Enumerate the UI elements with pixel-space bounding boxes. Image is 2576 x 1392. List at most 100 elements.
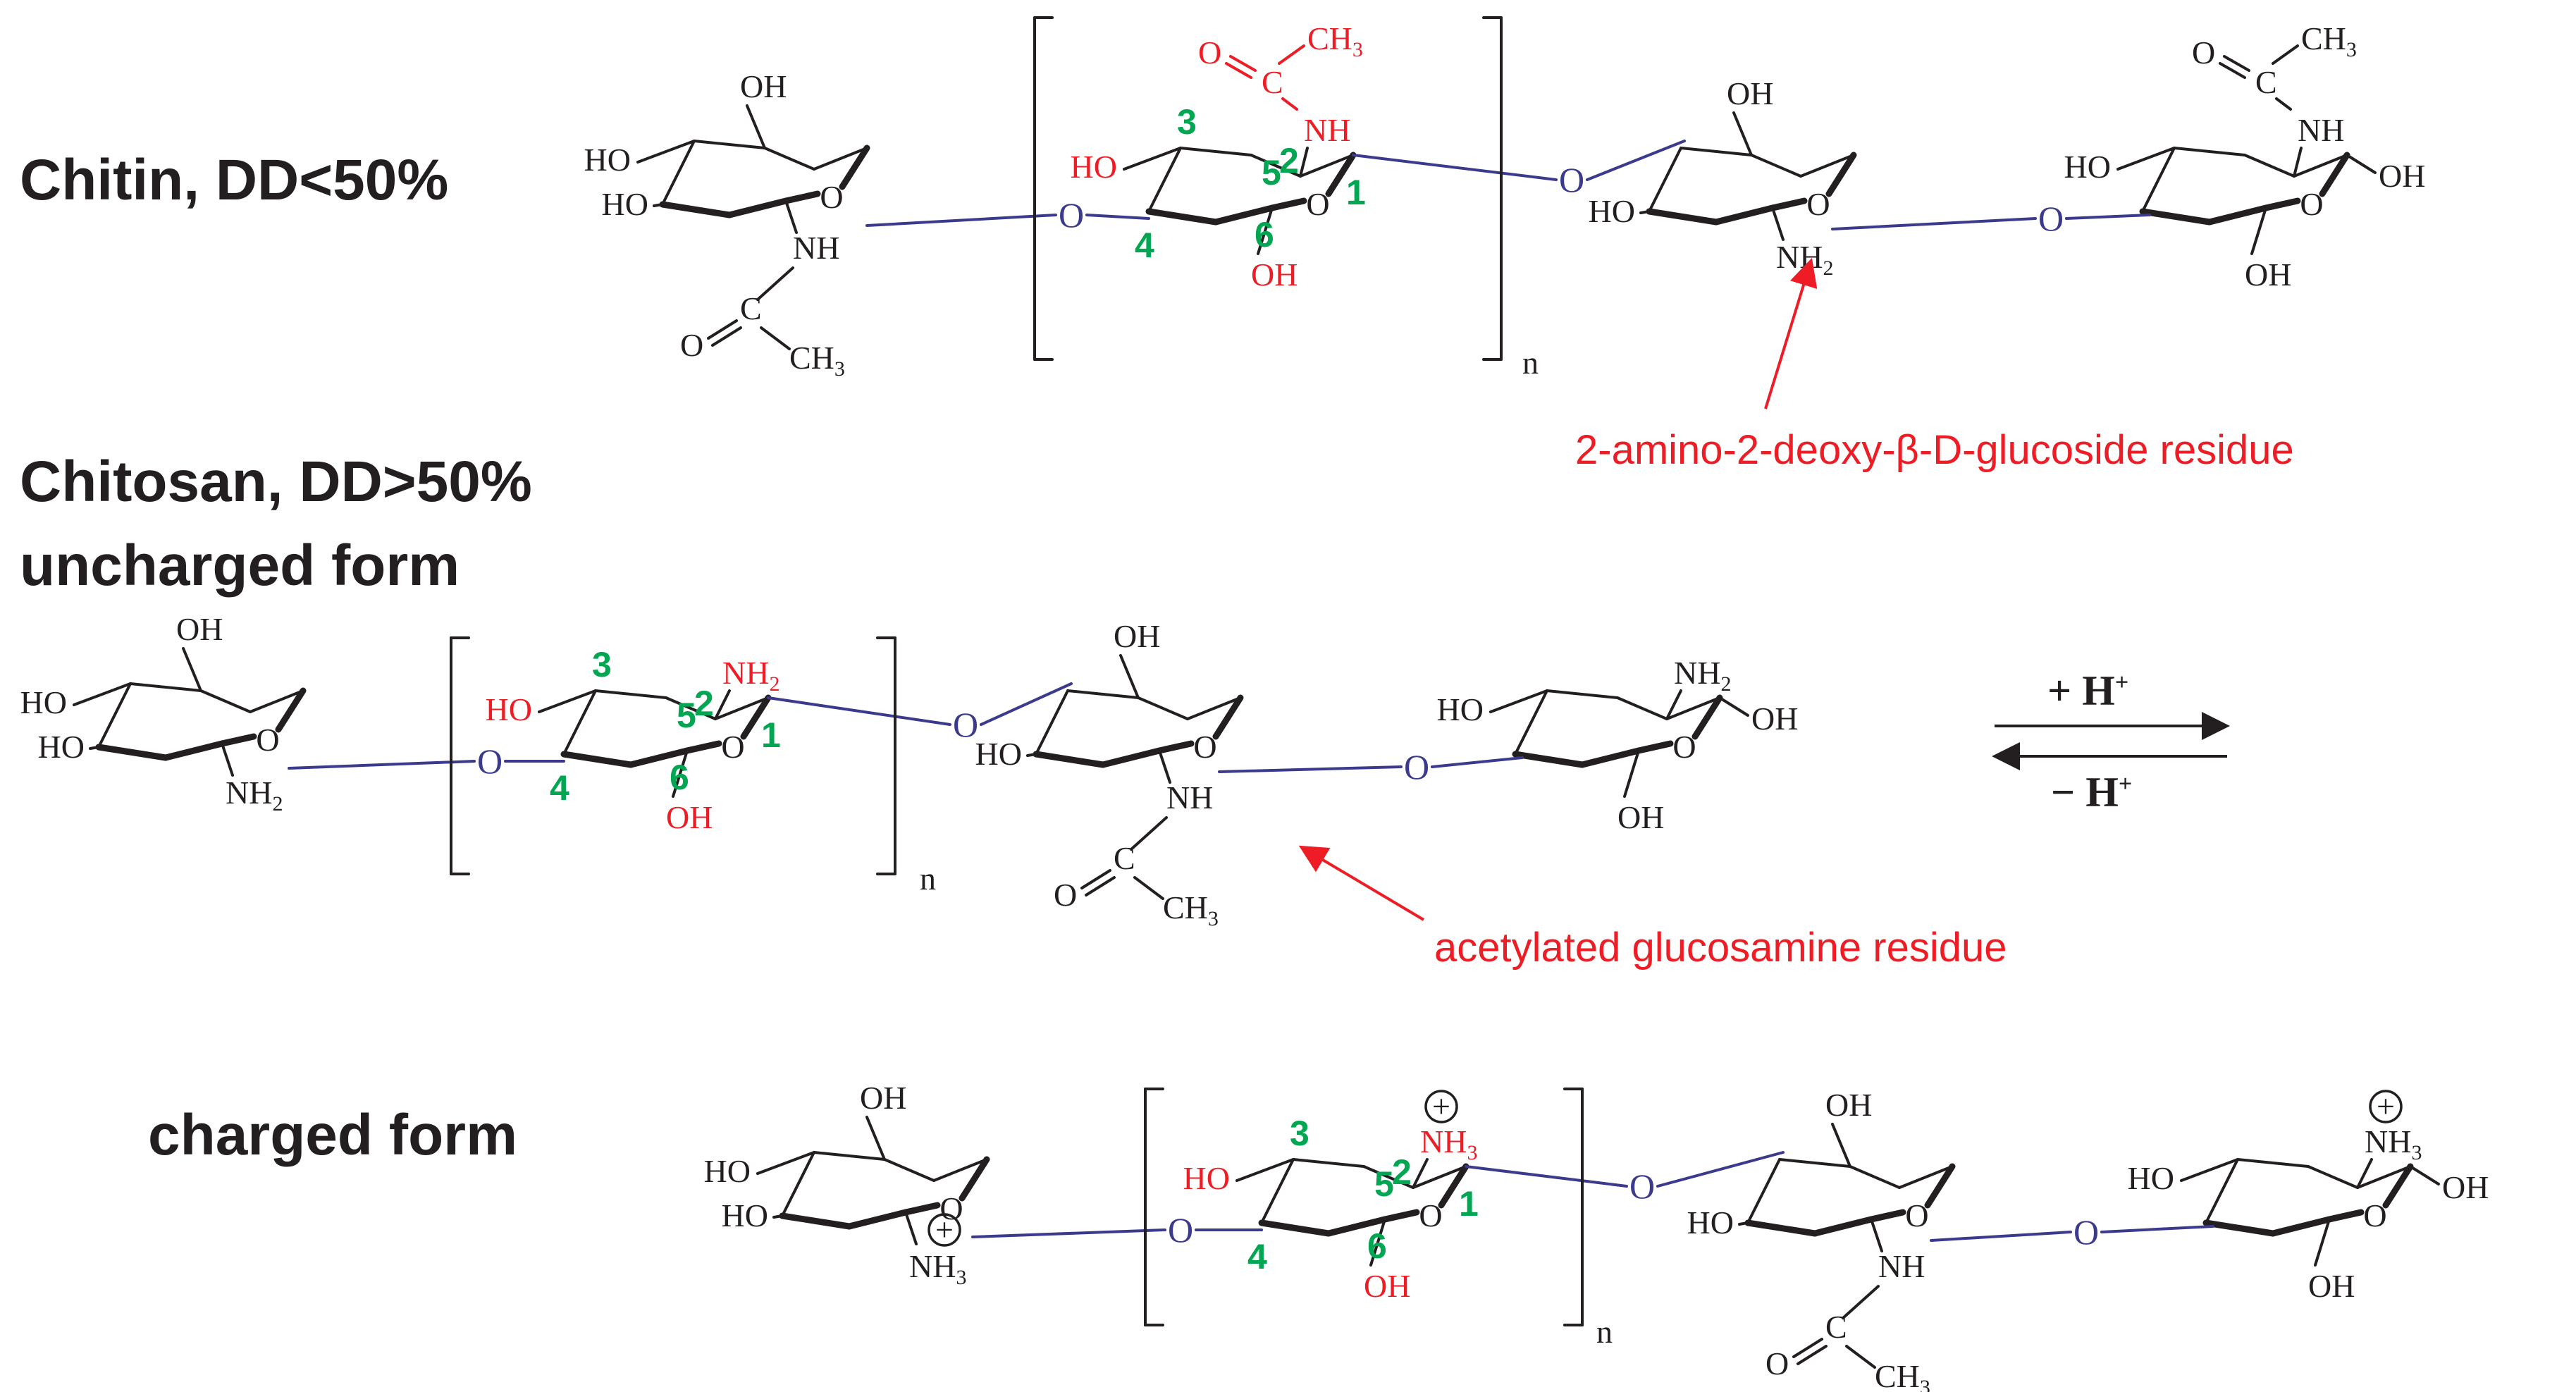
chitosan-residue-3: [1033, 689, 1244, 768]
ring-bond: [1066, 689, 1140, 699]
repeat-unit-brackets: [450, 16, 1584, 1326]
c6-hydroxyl-label: OH: [1825, 1087, 1872, 1123]
amide-bond: [1842, 1285, 1880, 1319]
c6-bond: [182, 647, 202, 692]
position-number-3: 3: [1177, 102, 1197, 142]
c6-hydroxyl-label: OH: [1251, 257, 1298, 292]
ring-bond-bold: [1646, 208, 1720, 226]
ring-bond-bold: [1868, 1209, 1906, 1223]
ring-bond: [1179, 147, 1252, 156]
glycosidic-bond: [980, 682, 1073, 726]
c6-hydroxyl-label: OH: [1727, 75, 1773, 111]
ring-bond: [1250, 154, 1302, 178]
position-number-4: 4: [1135, 226, 1154, 265]
c2-bond: [1665, 689, 1682, 720]
c2-bond: [221, 742, 234, 777]
ring-bond: [1648, 147, 1682, 213]
c2-bond: [1412, 1158, 1429, 1189]
methyl-label: CH3: [2301, 20, 2357, 61]
ring-bond-bold: [2326, 1209, 2365, 1223]
ring-bond-bold: [560, 751, 634, 768]
ring-bond-bold: [2319, 152, 2350, 197]
ring-bond-bold: [1325, 152, 1357, 197]
ring-bond-bold: [218, 733, 257, 747]
c3-bond: [1235, 1158, 1295, 1182]
c1-bond: [2409, 1165, 2440, 1185]
carbonyl-double-bond: [711, 326, 742, 347]
ring-bond: [1750, 154, 1802, 178]
ring-bond: [1849, 1165, 1901, 1189]
ring-bond: [1299, 154, 1355, 178]
c3-bond: [2180, 1158, 2239, 1182]
ring-bond-bold: [1381, 1209, 1420, 1223]
carbonyl-carbon-label: C: [1114, 840, 1135, 876]
ring-bond: [1362, 1165, 1415, 1189]
ring-bond: [1292, 1158, 1365, 1168]
c2-bond: [784, 199, 798, 234]
ring-bond: [1898, 1165, 1954, 1189]
ring-oxygen-label: O: [2300, 186, 2323, 222]
methyl-label: CH3: [1307, 20, 1363, 61]
glycosidic-bond: [767, 696, 951, 726]
ring-bond: [1616, 696, 1668, 720]
ring-bond-bold: [2202, 1219, 2276, 1237]
acetylated-residue-annotation: acetylated glucosamine residue: [1434, 925, 2007, 971]
ring-bond-bold: [1033, 751, 1107, 768]
c6-hydroxyl-label: OH: [2245, 257, 2291, 292]
ring-bond: [932, 1158, 988, 1182]
carbonyl-oxygen-label: O: [1765, 1345, 1789, 1381]
c4-hydroxyl-label: HO: [1589, 193, 1635, 229]
position-number-6: 6: [670, 758, 689, 797]
ring-bond: [1778, 1158, 1851, 1168]
ring-bond-bold: [275, 687, 307, 733]
ring-bond: [883, 1158, 935, 1182]
ring-bond: [97, 682, 132, 749]
position-number-6: 6: [1367, 1226, 1387, 1266]
ring-bond-bold: [1811, 1216, 1875, 1237]
ring-bond: [562, 689, 597, 756]
c2-bond: [2356, 1158, 2373, 1189]
charged-bracket: [1144, 1088, 1584, 1326]
ring-bond: [2205, 1158, 2239, 1224]
c3-bond: [1123, 147, 1182, 171]
amide-nh-label: NH: [793, 230, 839, 266]
chitin-residue-2: [1145, 147, 1357, 226]
ring-oxygen-label: O: [1419, 1197, 1442, 1233]
ring-oxygen-label: O: [1672, 729, 1696, 765]
c2-bond: [1299, 147, 1309, 178]
uncharged-form-label: uncharged form: [20, 534, 460, 598]
ammonium-label: NH3: [1420, 1123, 1477, 1164]
ring-bond-bold: [1269, 197, 1307, 211]
ammonium-label: NH3: [909, 1248, 966, 1289]
ring-bond-bold: [684, 740, 722, 754]
ring-bond-bold: [740, 694, 772, 740]
position-number-5: 5: [677, 696, 696, 735]
methyl-bond: [2272, 44, 2299, 65]
reverse-deprotonation-label: − H+: [2051, 769, 2133, 815]
ammonium-charge-sign: +: [1432, 1088, 1450, 1124]
charged-link-2: O: [1629, 1166, 1655, 1206]
c3-bond: [756, 1151, 815, 1175]
c3-hydroxyl-label: HO: [1183, 1160, 1230, 1196]
c3-hydroxyl-label: HO: [20, 684, 67, 720]
amide-bond: [1281, 97, 1298, 111]
c6-hydroxyl-label: OH: [1617, 799, 1664, 835]
ring-oxygen-label: O: [1905, 1197, 1928, 1233]
c4-bond: [1639, 210, 1651, 214]
ring-oxygen-label: O: [256, 722, 279, 758]
c6-bond: [1623, 749, 1640, 798]
ring-bond: [781, 1151, 815, 1217]
ring-bond: [1799, 154, 1855, 178]
chitin-label: Chitin, DD<50%: [20, 148, 449, 212]
methyl-label: CH3: [1875, 1358, 1930, 1392]
carbonyl-double-bond: [707, 319, 738, 340]
c4-hydroxyl-label: HO: [975, 736, 1022, 772]
c1-bond: [1718, 696, 1749, 717]
amide-bond: [756, 266, 794, 301]
c1-hydroxyl-label: OH: [2379, 158, 2425, 194]
charged-residue-2: [1258, 1158, 1469, 1237]
glycosidic-bond: [1586, 140, 1686, 181]
c3-hydroxyl-label: HO: [584, 142, 631, 178]
ring-bond-bold: [2382, 1163, 2414, 1209]
ring-bond-bold: [2269, 1216, 2333, 1237]
